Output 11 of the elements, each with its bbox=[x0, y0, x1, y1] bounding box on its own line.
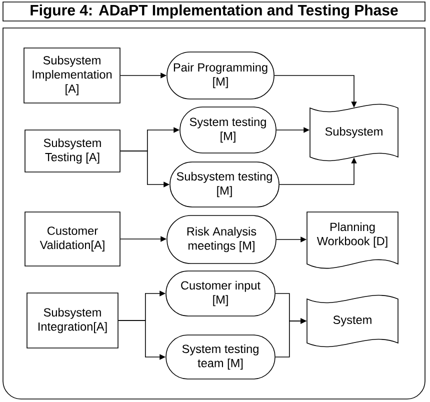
activity-box: Customer Validation[A] bbox=[24, 212, 120, 266]
rounded-box: Subsystem testing [M] bbox=[170, 162, 280, 208]
rounded-box: Customer input [M] bbox=[166, 270, 276, 316]
activity-box: Subsystem Integration[A] bbox=[26, 292, 118, 348]
rounded-box: Pair Programming [M] bbox=[166, 52, 274, 100]
activity-box: Subsystem Testing [A] bbox=[24, 130, 120, 172]
rounded-box: System testing [M] bbox=[180, 106, 276, 154]
activity-box: Subsystem Implementation [A] bbox=[24, 48, 120, 104]
title-box: Figure 4: ADaPT Implementation and Testing Phase bbox=[2, 2, 426, 22]
rounded-box: System testing team [M] bbox=[166, 334, 276, 380]
rounded-box: Risk Analysis meetings [M] bbox=[166, 215, 276, 264]
